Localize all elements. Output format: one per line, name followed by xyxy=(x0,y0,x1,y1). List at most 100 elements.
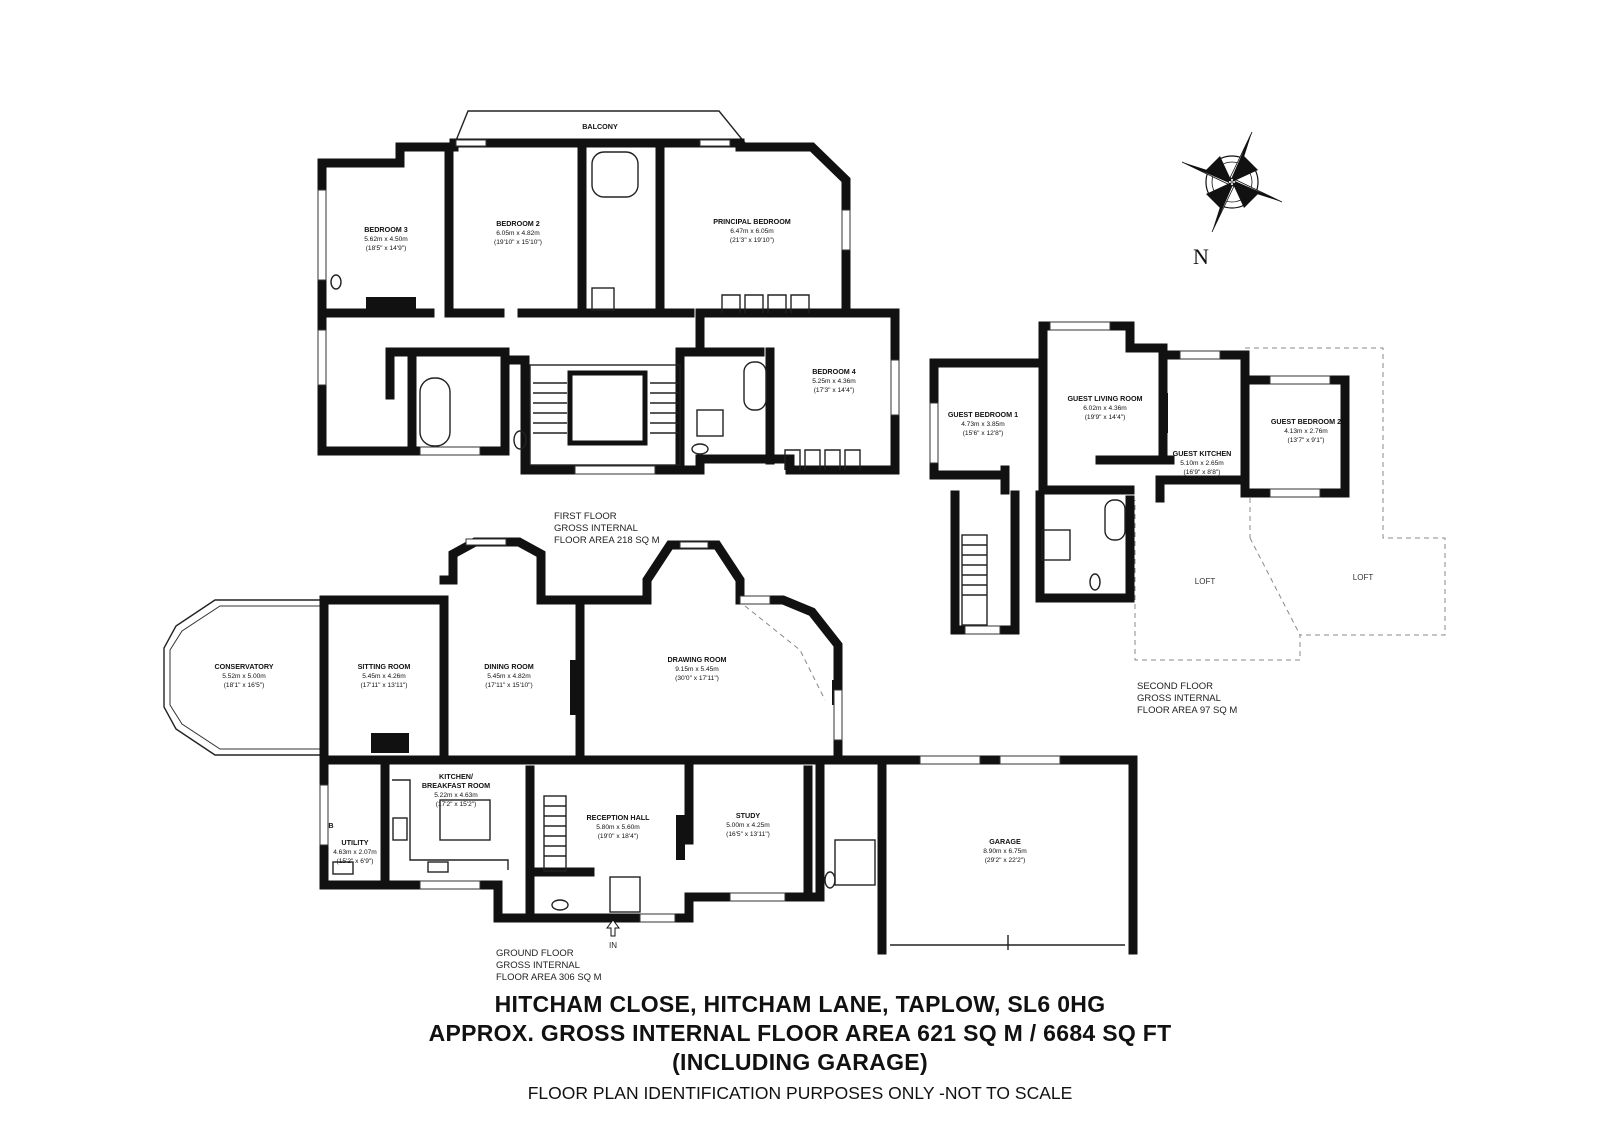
ff-wall-east xyxy=(520,308,900,475)
gf-wall-sitting xyxy=(319,595,449,765)
svg-text:GUEST BEDROOM 2: GUEST BEDROOM 2 xyxy=(1271,417,1341,426)
svg-text:5.25m x 4.36m: 5.25m x 4.36m xyxy=(812,378,856,385)
room-conservatory: CONSERVATORY 5.52m x 5.00m (18'1" x 16'5… xyxy=(214,662,273,689)
svg-text:GUEST KITCHEN: GUEST KITCHEN xyxy=(1173,449,1232,458)
toilet-icon xyxy=(691,443,709,455)
worktop xyxy=(392,779,509,870)
sink-icon xyxy=(427,861,449,873)
room-bedroom-2: BEDROOM 2 6.05m x 4.82m (19'10" x 15'10"… xyxy=(494,219,542,246)
gf-wall-dining-bay xyxy=(439,537,585,605)
kitchen-island xyxy=(439,799,491,841)
svg-text:(13'7" x 9'1"): (13'7" x 9'1") xyxy=(1288,437,1325,444)
basin-icon xyxy=(330,274,342,290)
svg-text:4.63m x 2.07m: 4.63m x 2.07m xyxy=(333,849,377,856)
toilet-icon xyxy=(1089,573,1101,591)
svg-text:FLOOR AREA 218 SQ M: FLOOR AREA 218 SQ M xyxy=(554,535,660,546)
entrance-label: IN xyxy=(609,941,617,950)
svg-text:SECOND FLOOR: SECOND FLOOR xyxy=(1137,681,1213,692)
conservatory-glazing xyxy=(169,605,320,750)
svg-text:DINING ROOM: DINING ROOM xyxy=(484,662,534,671)
svg-text:(17'11" x 13'11"): (17'11" x 13'11") xyxy=(361,682,408,689)
balcony-outline xyxy=(454,110,746,144)
svg-text:STUDY: STUDY xyxy=(736,811,761,820)
svg-text:(17'2" x 15'2"): (17'2" x 15'2") xyxy=(436,801,477,808)
svg-text:6.47m x 6.05m: 6.47m x 6.05m xyxy=(730,228,774,235)
garage-note: (INCLUDING GARAGE) xyxy=(672,1049,928,1075)
svg-text:SITTING ROOM: SITTING ROOM xyxy=(358,662,411,671)
svg-text:FLOOR AREA 306 SQ M: FLOOR AREA 306 SQ M xyxy=(496,972,602,983)
svg-text:FLOOR AREA 97 SQ M: FLOOR AREA 97 SQ M xyxy=(1137,705,1237,716)
svg-text:5.52m x 5.00m: 5.52m x 5.00m xyxy=(222,673,266,680)
svg-text:GARAGE: GARAGE xyxy=(989,837,1021,846)
staircase xyxy=(543,795,567,872)
gf-wall-drawing-bay xyxy=(575,540,843,765)
svg-text:(19'10" x 15'10"): (19'10" x 15'10") xyxy=(494,239,542,246)
svg-text:(19'0" x 18'4"): (19'0" x 18'4") xyxy=(598,833,639,840)
svg-text:(17'3" x 14'4"): (17'3" x 14'4") xyxy=(814,387,855,394)
svg-text:6.05m x 4.82m: 6.05m x 4.82m xyxy=(496,230,540,237)
shower-icon xyxy=(1041,529,1071,561)
svg-text:DRAWING ROOM: DRAWING ROOM xyxy=(667,655,726,664)
svg-text:(30'0" x 17'11"): (30'0" x 17'11") xyxy=(675,675,719,682)
bath-icon xyxy=(1104,499,1126,541)
gf-wall-garage xyxy=(877,755,1138,955)
loft-right-label: LOFT xyxy=(1353,573,1374,582)
total-area-title: APPROX. GROSS INTERNAL FLOOR AREA 621 SQ… xyxy=(428,1020,1172,1046)
boiler-label: B xyxy=(328,821,333,830)
stairwell-void xyxy=(567,370,648,446)
address-title: HITCHAM CLOSE, HITCHAM LANE, TAPLOW, SL6… xyxy=(494,991,1106,1017)
shower-icon xyxy=(834,839,876,886)
svg-text:(18'1" x 16'5"): (18'1" x 16'5") xyxy=(224,682,265,689)
balcony-label: BALCONY xyxy=(582,122,618,131)
room-reception-hall: RECEPTION HALL 5.80m x 5.60m (19'0" x 18… xyxy=(586,813,650,840)
shower-icon xyxy=(696,409,724,437)
second-floor: LOFT LOFT GUEST BEDROOM 1 4.73 xyxy=(929,321,1446,716)
svg-text:KITCHEN/: KITCHEN/ xyxy=(439,772,473,781)
svg-text:GROSS INTERNAL: GROSS INTERNAL xyxy=(496,960,580,971)
bath-icon xyxy=(743,361,767,411)
room-principal-bedroom: PRINCIPAL BEDROOM 6.47m x 6.05m (21'3" x… xyxy=(713,217,791,244)
svg-text:(19'9" x 14'4"): (19'9" x 14'4") xyxy=(1085,414,1126,421)
room-garage: GARAGE 8.90m x 6.75m (29'2" x 22'2") xyxy=(983,837,1027,864)
svg-text:(16'5" x 13'11"): (16'5" x 13'11") xyxy=(726,831,770,838)
svg-text:BREAKFAST ROOM: BREAKFAST ROOM xyxy=(422,781,490,790)
fitted-unit xyxy=(366,297,416,311)
room-guest-bedroom-2: GUEST BEDROOM 2 4.13m x 2.76m (13'7" x 9… xyxy=(1271,417,1341,444)
room-guest-kitchen: GUEST KITCHEN 5.10m x 2.65m (16'9" x 8'8… xyxy=(1173,449,1232,476)
svg-text:5.80m x 5.60m: 5.80m x 5.60m xyxy=(596,824,640,831)
room-utility: UTILITY 4.63m x 2.07m (15'2" x 6'9") xyxy=(333,838,377,865)
room-bedroom-4: BEDROOM 4 5.25m x 4.36m (17'3" x 14'4") xyxy=(812,367,856,394)
hob-icon xyxy=(392,817,408,841)
first-floor-label: FIRST FLOOR GROSS INTERNAL FLOOR AREA 21… xyxy=(554,511,660,546)
svg-text:GROUND FLOOR: GROUND FLOOR xyxy=(496,948,574,959)
room-study: STUDY 5.00m x 4.25m (16'5" x 13'11") xyxy=(726,811,770,838)
toilet-icon xyxy=(513,430,527,450)
svg-text:6.02m x 4.36m: 6.02m x 4.36m xyxy=(1083,405,1127,412)
svg-text:RECEPTION HALL: RECEPTION HALL xyxy=(586,813,650,822)
svg-text:5.62m x 4.50m: 5.62m x 4.50m xyxy=(364,236,408,243)
svg-text:(29'2" x 22'2"): (29'2" x 22'2") xyxy=(985,857,1026,864)
svg-text:5.10m x 2.65m: 5.10m x 2.65m xyxy=(1180,460,1224,467)
svg-text:4.13m x 2.76m: 4.13m x 2.76m xyxy=(1284,428,1328,435)
svg-text:GUEST LIVING ROOM: GUEST LIVING ROOM xyxy=(1067,394,1142,403)
shower-icon xyxy=(591,287,615,311)
bath-icon xyxy=(591,151,639,198)
room-guest-living-room: GUEST LIVING ROOM 6.02m x 4.36m (19'9" x… xyxy=(1067,394,1142,421)
svg-text:(15'2" x 6'9"): (15'2" x 6'9") xyxy=(337,858,374,865)
room-sitting-room: SITTING ROOM 5.45m x 4.26m (17'11" x 13'… xyxy=(358,662,411,689)
ff-wall-south xyxy=(317,315,530,475)
entrance-arrow-icon xyxy=(606,919,620,937)
svg-text:5.45m x 4.82m: 5.45m x 4.82m xyxy=(487,673,531,680)
svg-text:8.90m x 6.75m: 8.90m x 6.75m xyxy=(983,848,1027,855)
room-bedroom-3: BEDROOM 3 5.62m x 4.50m (18'5" x 14'9") xyxy=(364,225,408,252)
svg-text:9.15m x 5.45m: 9.15m x 5.45m xyxy=(675,666,719,673)
first-floor: BALCONY xyxy=(317,110,900,546)
svg-text:BEDROOM 4: BEDROOM 4 xyxy=(812,367,856,376)
svg-text:(16'9" x 8'8"): (16'9" x 8'8") xyxy=(1184,469,1221,476)
svg-text:BEDROOM 3: BEDROOM 3 xyxy=(364,225,408,234)
toilet-icon xyxy=(551,899,569,911)
svg-text:PRINCIPAL BEDROOM: PRINCIPAL BEDROOM xyxy=(713,217,791,226)
room-guest-bedroom-1: GUEST BEDROOM 1 4.73m x 3.85m (15'6" x 1… xyxy=(948,410,1018,437)
disclaimer: FLOOR PLAN IDENTIFICATION PURPOSES ONLY … xyxy=(527,1083,1073,1103)
